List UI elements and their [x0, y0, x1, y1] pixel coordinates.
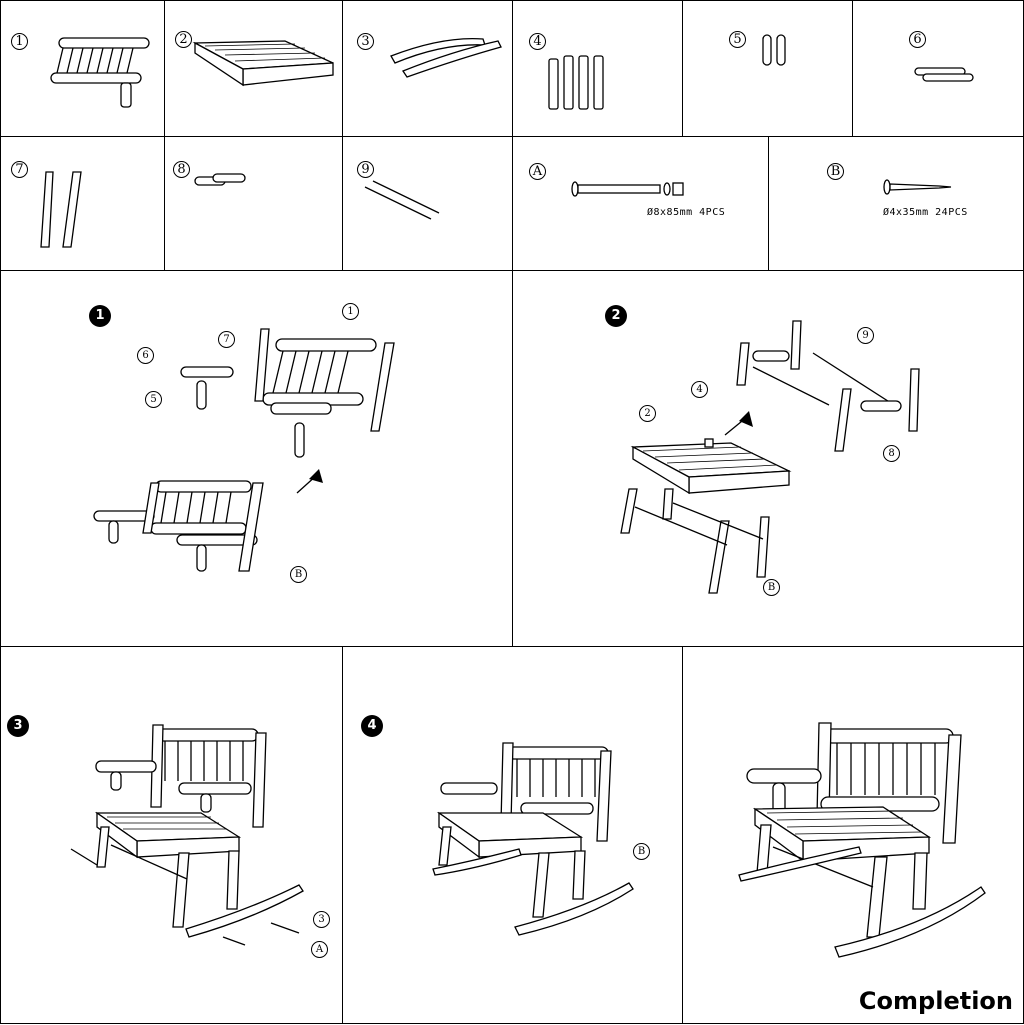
part-cell-1: 1 — [0, 0, 165, 137]
seat-drawing — [192, 40, 334, 87]
part-cell-5: 5 — [682, 0, 853, 137]
rocker-drawing — [390, 37, 502, 78]
armrest-supports-drawing — [762, 34, 786, 66]
part-cell-A: A Ø8x85mm 4PCS — [512, 136, 769, 271]
callout-part: 5 — [145, 391, 162, 408]
stretchers-short-drawing — [194, 173, 246, 186]
part-cell-4: 4 — [512, 0, 683, 137]
callout-part: 1 — [342, 303, 359, 320]
screw-drawing — [883, 179, 952, 195]
armrests-drawing — [914, 67, 974, 82]
screw-spec: Ø4x35mm 24PCS — [883, 207, 968, 218]
legs-drawing — [548, 55, 604, 110]
backrest-drawing — [50, 37, 150, 108]
step-2-panel: 2 9 4 — [512, 270, 1024, 647]
step-1-drawing — [93, 328, 395, 572]
back-posts-drawing — [40, 171, 82, 248]
step-1-panel: 1 — [0, 270, 513, 647]
completion-panel: Completion — [682, 646, 1024, 1024]
step-number: 2 — [605, 305, 627, 327]
part-number: 1 — [11, 33, 28, 50]
callout-part: 2 — [639, 405, 656, 422]
step-4-panel: 4 B — [342, 646, 683, 1024]
part-cell-8: 8 — [164, 136, 343, 271]
part-number: 4 — [529, 33, 546, 50]
callout-part: 7 — [218, 331, 235, 348]
part-number: 6 — [909, 31, 926, 48]
part-number: 8 — [173, 161, 190, 178]
callout-part: A — [311, 941, 328, 958]
callout-part: B — [290, 566, 307, 583]
part-cell-9: 9 — [342, 136, 513, 271]
part-cell-7: 7 — [0, 136, 165, 271]
step-3-panel: 3 — [0, 646, 343, 1024]
callout-part: 6 — [137, 347, 154, 364]
step-4-drawing — [432, 742, 634, 936]
part-cell-2: 2 — [164, 0, 343, 137]
step-number: 3 — [7, 715, 29, 737]
bolt-spec: Ø8x85mm 4PCS — [647, 207, 726, 218]
part-number: 3 — [357, 33, 374, 50]
bolt-drawing — [571, 181, 684, 197]
step-3-drawing — [70, 724, 304, 946]
part-number: 9 — [357, 161, 374, 178]
part-number: 5 — [729, 31, 746, 48]
callout-part: B — [763, 579, 780, 596]
step-2-drawing — [620, 320, 920, 594]
callout-part: 3 — [313, 911, 330, 928]
completed-chair-drawing — [738, 722, 986, 958]
part-cell-6: 6 — [852, 0, 1024, 137]
part-letter: A — [529, 163, 546, 180]
part-letter: B — [827, 163, 844, 180]
callout-part: B — [633, 843, 650, 860]
part-number: 2 — [175, 31, 192, 48]
callout-part: 8 — [883, 445, 900, 462]
callout-part: 9 — [857, 327, 874, 344]
step-number: 4 — [361, 715, 383, 737]
part-cell-B: B Ø4x35mm 24PCS — [768, 136, 1024, 271]
part-cell-3: 3 — [342, 0, 513, 137]
callout-part: 4 — [691, 381, 708, 398]
completion-label: Completion — [858, 987, 1013, 1015]
part-number: 7 — [11, 161, 28, 178]
step-number: 1 — [89, 305, 111, 327]
long-stretchers-drawing — [364, 180, 440, 220]
